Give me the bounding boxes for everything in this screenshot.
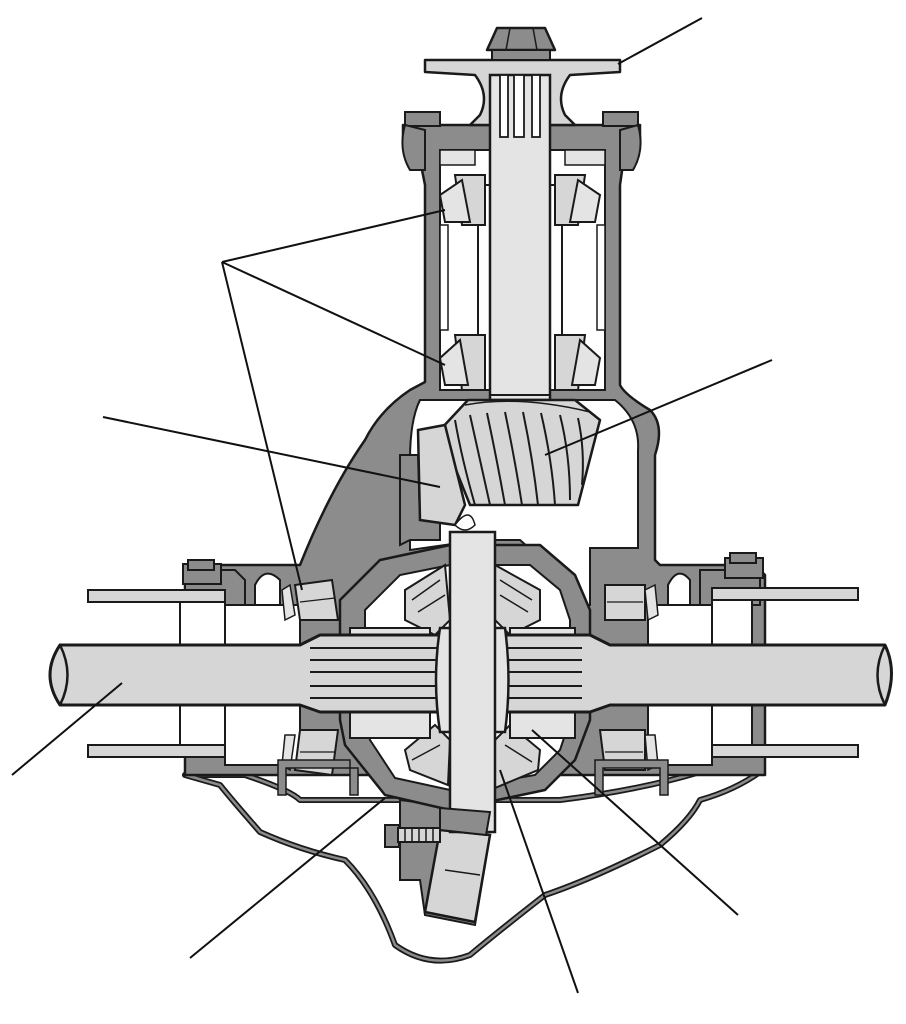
leader-pinion-bearing-upper	[221, 209, 446, 263]
leader-pinion-bearing-lower	[221, 261, 446, 366]
side-bearings	[277, 578, 669, 796]
leader-spider-gear	[531, 729, 739, 916]
leader-pinion-flange	[617, 17, 703, 65]
leader-lines	[11, 17, 773, 994]
differential-pinion-shaft	[434, 530, 510, 837]
drive-pinion	[438, 398, 602, 507]
leader-drive-pinion	[544, 359, 773, 456]
pinion-nut	[485, 26, 557, 61]
pinion-shaft	[475, 73, 565, 402]
pinion-bearings	[438, 149, 606, 391]
leader-differential-case	[189, 797, 386, 959]
leader-side-bearing	[221, 261, 303, 591]
leader-axle-shaft	[11, 682, 123, 776]
leader-side-gear	[499, 769, 579, 994]
leader-ring-gear	[102, 416, 441, 488]
